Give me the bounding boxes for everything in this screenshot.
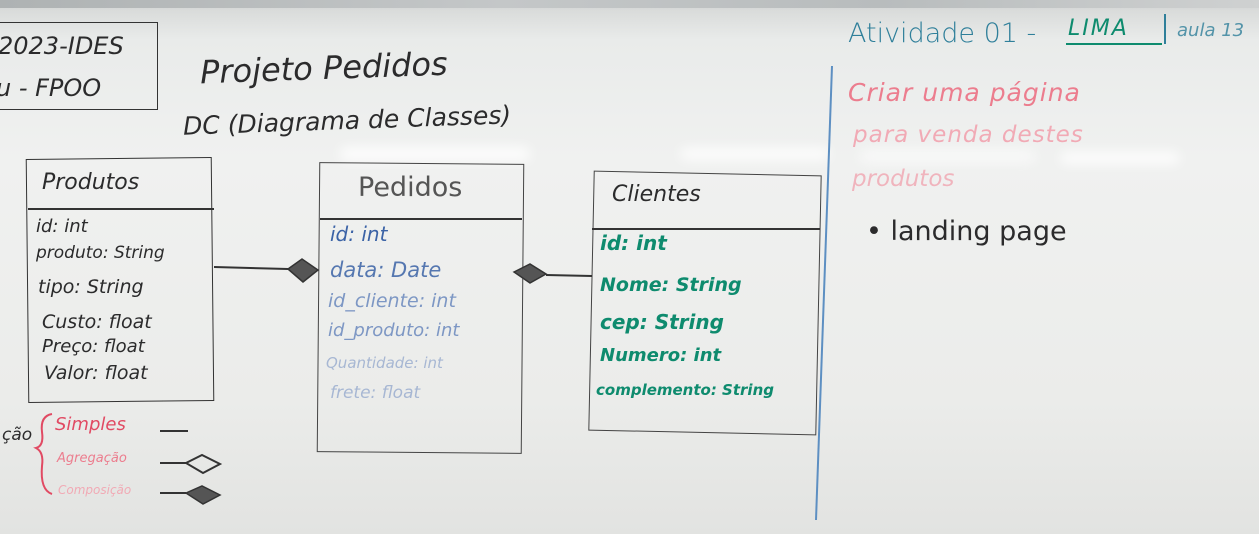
light-reflection	[340, 147, 530, 161]
legend-prefix: ção	[2, 425, 33, 445]
class-produtos-divider	[28, 208, 214, 210]
class-clientes-divider	[592, 228, 820, 230]
activity-name: LIMA	[1068, 16, 1129, 41]
legend-item-composition: Composição	[58, 483, 132, 497]
produtos-attr: Valor: float	[44, 362, 148, 384]
legend-item-simple: Simples	[55, 414, 126, 435]
clientes-attr: Nome: String	[600, 274, 742, 296]
produtos-attr: Custo: float	[42, 311, 152, 333]
light-reflection	[860, 150, 1035, 162]
produtos-attr: produto: String	[36, 243, 165, 263]
clientes-attr: complemento: String	[596, 381, 774, 399]
pedidos-attr: data: Date	[330, 258, 442, 282]
class-clientes-name: Clientes	[612, 182, 701, 207]
produtos-attr: tipo: String	[38, 276, 144, 298]
produtos-attr: id: int	[36, 216, 88, 237]
pedidos-attr: Quantidade: int	[326, 354, 443, 372]
association-line	[213, 266, 289, 270]
activity-title: Atividade 01 -	[848, 18, 1037, 49]
legend-brace	[33, 413, 53, 495]
clientes-attr: cep: String	[600, 310, 724, 334]
pedidos-attr: id: int	[330, 222, 388, 246]
association-line	[545, 274, 593, 277]
clientes-attr: Numero: int	[600, 345, 722, 366]
class-produtos-name: Produtos	[42, 170, 140, 195]
composition-diamond	[512, 263, 548, 284]
activity-task-line1: Criar uma página	[848, 78, 1081, 107]
course-box	[0, 22, 158, 110]
pedidos-attr: frete: float	[330, 383, 421, 403]
activity-task-line3: produtos	[852, 166, 955, 192]
board-divider-line	[815, 65, 833, 521]
course-line-2: u - FPOO	[0, 74, 102, 102]
legend-item-aggregation: Agregação	[57, 451, 127, 466]
produtos-attr: Preço: float	[42, 336, 145, 357]
whiteboard-frame-top	[0, 0, 1259, 8]
light-reflection	[1060, 152, 1180, 164]
activity-bullet: • landing page	[866, 216, 1067, 247]
activity-task-line2: para venda destes	[853, 122, 1084, 148]
pedidos-attr: id_produto: int	[328, 320, 460, 341]
pedidos-attr: id_cliente: int	[328, 290, 456, 312]
clientes-attr: id: int	[600, 231, 667, 255]
class-pedidos-divider	[320, 218, 522, 220]
course-line-1: 2023-IDES	[0, 32, 124, 60]
light-reflection	[680, 148, 830, 160]
legend-aggregation-diamond	[183, 453, 223, 475]
composition-diamond	[286, 258, 320, 283]
legend-composition-diamond	[184, 485, 222, 505]
class-pedidos-name: Pedidos	[358, 172, 463, 203]
activity-lesson: aula 13	[1177, 20, 1245, 41]
